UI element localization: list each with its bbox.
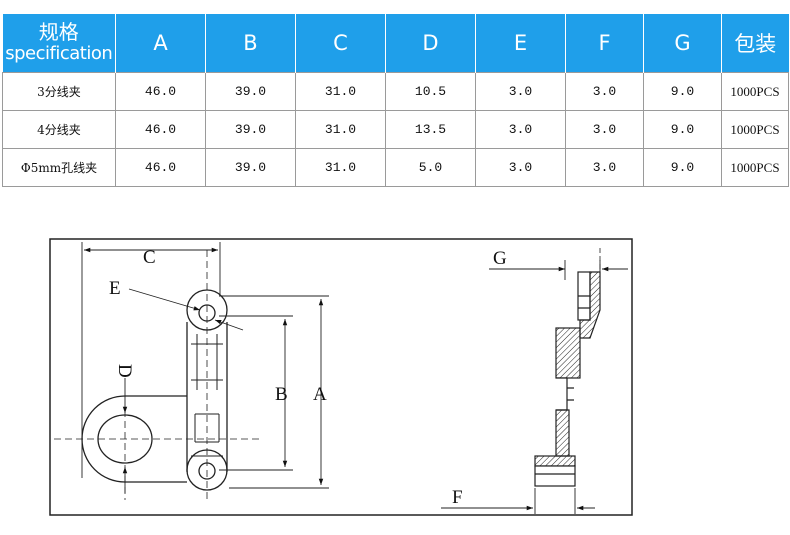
header-c: C bbox=[295, 14, 386, 73]
cell-a: 46.0 bbox=[115, 72, 206, 111]
dim-label-c: C bbox=[143, 247, 156, 268]
dim-label-d: D bbox=[114, 364, 135, 378]
header-specification: 规格 specification bbox=[2, 14, 116, 73]
spec-table: 规格 specification A B C D E F G 包装 3分线夹 4… bbox=[2, 14, 789, 187]
row-name: 4分线夹 bbox=[2, 110, 116, 149]
header-e: E bbox=[475, 14, 566, 73]
cell-f: 3.0 bbox=[565, 148, 644, 187]
cell-c: 31.0 bbox=[295, 148, 386, 187]
table-row: 3分线夹 46.0 39.0 31.0 10.5 3.0 3.0 9.0 100… bbox=[2, 72, 789, 111]
header-f: F bbox=[565, 14, 644, 73]
cell-f: 3.0 bbox=[565, 110, 644, 149]
cell-d: 13.5 bbox=[385, 110, 476, 149]
cell-g: 9.0 bbox=[643, 72, 722, 111]
cell-e: 3.0 bbox=[475, 148, 566, 187]
row-name: Φ5mm孔线夹 bbox=[2, 148, 116, 187]
cell-e: 3.0 bbox=[475, 72, 566, 111]
header-b: B bbox=[205, 14, 296, 73]
cell-d: 5.0 bbox=[385, 148, 476, 187]
dim-label-g: G bbox=[493, 248, 507, 269]
cell-pack: 1000PCS bbox=[721, 110, 789, 149]
header-d: D bbox=[385, 14, 476, 73]
cell-f: 3.0 bbox=[565, 72, 644, 111]
table-row: 4分线夹 46.0 39.0 31.0 13.5 3.0 3.0 9.0 100… bbox=[2, 110, 789, 149]
side-view-dimensions bbox=[441, 260, 628, 514]
cell-b: 39.0 bbox=[205, 72, 296, 111]
dim-label-a: A bbox=[313, 384, 327, 405]
front-view-dimensions bbox=[81, 242, 329, 493]
dimension-labels: C E D B A G F bbox=[109, 247, 507, 508]
cell-g: 9.0 bbox=[643, 148, 722, 187]
technical-drawing: C E D B A G F bbox=[49, 238, 633, 516]
header-spec-en: specification bbox=[5, 43, 113, 64]
header-pack: 包装 bbox=[721, 14, 789, 73]
table-row: Φ5mm孔线夹 46.0 39.0 31.0 5.0 3.0 3.0 9.0 1… bbox=[2, 148, 789, 187]
cell-c: 31.0 bbox=[295, 110, 386, 149]
dim-label-f: F bbox=[452, 487, 463, 508]
cell-pack: 1000PCS bbox=[721, 72, 789, 111]
side-view bbox=[534, 248, 601, 487]
header-g: G bbox=[643, 14, 722, 73]
cell-pack: 1000PCS bbox=[721, 148, 789, 187]
header-row: 规格 specification A B C D E F G 包装 bbox=[2, 14, 789, 73]
cell-b: 39.0 bbox=[205, 110, 296, 149]
header-a: A bbox=[115, 14, 206, 73]
cell-b: 39.0 bbox=[205, 148, 296, 187]
header-spec-zh: 规格 bbox=[38, 20, 79, 44]
cell-d: 10.5 bbox=[385, 72, 476, 111]
cell-a: 46.0 bbox=[115, 148, 206, 187]
dim-label-e: E bbox=[109, 278, 121, 299]
row-name: 3分线夹 bbox=[2, 72, 116, 111]
cell-c: 31.0 bbox=[295, 72, 386, 111]
cell-e: 3.0 bbox=[475, 110, 566, 149]
cell-a: 46.0 bbox=[115, 110, 206, 149]
dim-label-b: B bbox=[275, 384, 288, 405]
cell-g: 9.0 bbox=[643, 110, 722, 149]
